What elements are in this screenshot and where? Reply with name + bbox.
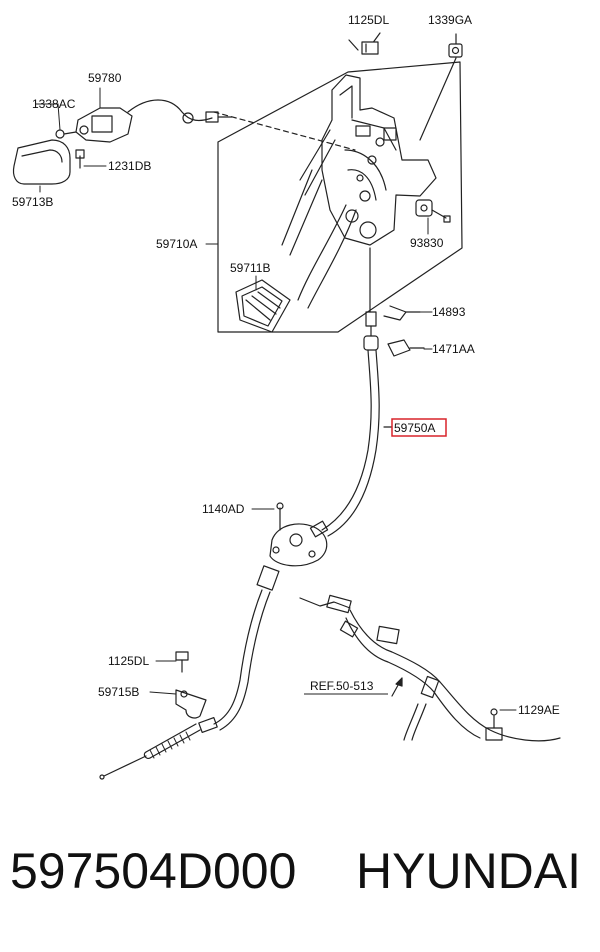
- leader-lines: [35, 87, 517, 711]
- bolt-1125dl-top: [348, 32, 381, 55]
- label-1129ae: 1129AE: [518, 703, 560, 717]
- label-1471aa: 1471AA: [432, 342, 475, 356]
- release-handle-assembly: [55, 99, 233, 169]
- label-59710a: 59710A: [156, 237, 197, 251]
- label-1231db: 1231DB: [108, 159, 151, 173]
- cable-mount-bracket: [269, 502, 329, 567]
- clip-93830: [415, 199, 451, 223]
- label-1125dl-top: 1125DL: [348, 13, 389, 27]
- label-59711b: 59711B: [230, 261, 270, 275]
- label-59750a: 59750A: [394, 421, 435, 435]
- cable-end-top: [363, 247, 379, 351]
- part-number: 597504D000: [10, 843, 297, 899]
- label-59780: 59780: [88, 71, 122, 85]
- label-1339ga: 1339GA: [428, 13, 472, 27]
- label-59715b: 59715B: [98, 685, 139, 699]
- label-1125dl-bottom: 1125DL: [108, 654, 149, 668]
- highlight-box-59750a: [391, 418, 447, 437]
- label-ref-50-513: REF.50-513: [310, 679, 374, 693]
- bolt-1125dl-bottom: [175, 651, 189, 673]
- label-93830: 93830: [410, 236, 444, 250]
- clip-14893: [383, 305, 421, 321]
- lower-cable: [99, 565, 280, 780]
- label-1338ac: 1338AC: [32, 97, 76, 111]
- handle-cover-59713b: [12, 139, 71, 185]
- pedal-assembly-frame: [217, 61, 463, 333]
- pedal-bracket: [281, 74, 437, 256]
- clip-1471aa: [387, 339, 425, 357]
- brand-name: HYUNDAI: [356, 843, 582, 899]
- main-cable-59750a: [321, 349, 393, 537]
- label-14893: 14893: [432, 305, 466, 319]
- rear-cable-assembly: [299, 594, 561, 742]
- pivot-dashed-line: [213, 111, 356, 151]
- pedal-arm: [235, 204, 357, 333]
- label-59713b: 59713B: [12, 195, 53, 209]
- label-1140ad: 1140AD: [202, 502, 245, 516]
- nut-1339ga: [419, 33, 463, 141]
- part-labels: 1125DL 1339GA 59780 1338AC 1231DB 59713B…: [12, 13, 560, 717]
- bracket-59715b: [175, 689, 207, 719]
